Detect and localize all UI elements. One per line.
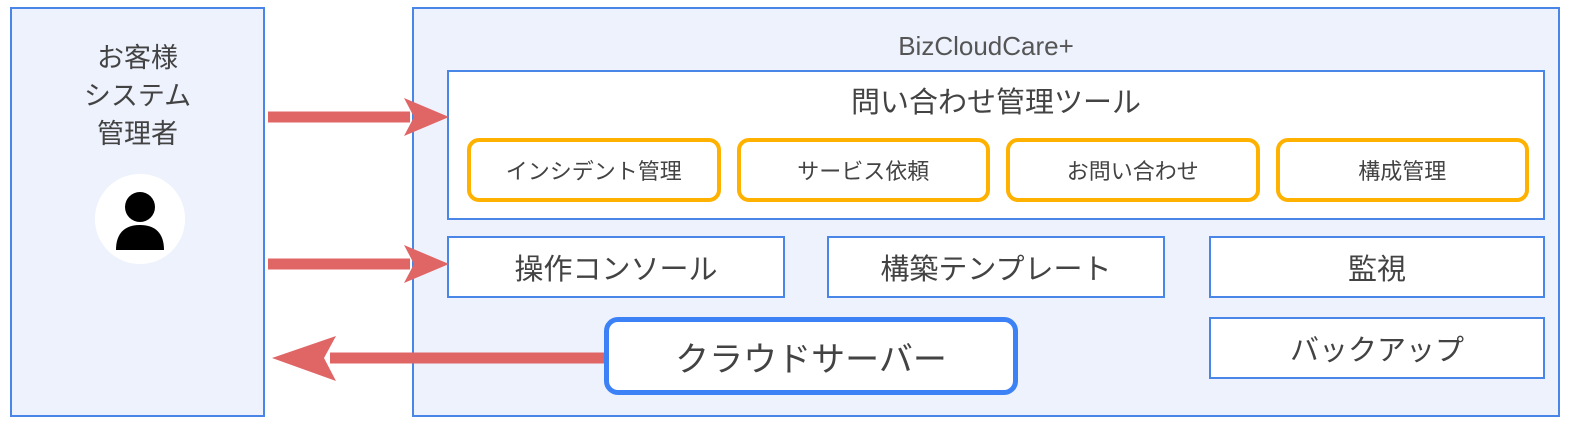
bizcloudcare-panel: BizCloudCare+ 問い合わせ管理ツール インシデント管理 サービス依頼… [412,7,1560,417]
customer-admin-panel: お客様 システム 管理者 [10,7,265,417]
chip-incident-management[interactable]: インシデント管理 [467,138,721,202]
feature-cloud-server[interactable]: クラウドサーバー [604,317,1018,395]
feature-build-template[interactable]: 構築テンプレート [827,236,1165,298]
chip-service-request[interactable]: サービス依頼 [736,138,990,202]
feature-operation-console[interactable]: 操作コンソール [447,236,785,298]
service-title: BizCloudCare+ [898,31,1074,61]
chip-inquiry[interactable]: お問い合わせ [1006,138,1260,202]
person-avatar-icon [95,174,185,264]
customer-admin-label: お客様 システム 管理者 [83,43,192,149]
feature-backup[interactable]: バックアップ [1209,317,1545,379]
inquiry-tool-chip-row: インシデント管理 サービス依頼 お問い合わせ 構成管理 [467,138,1529,202]
inquiry-tool-group-title: 問い合わせ管理ツール [850,87,1141,119]
chip-configuration-management[interactable]: 構成管理 [1275,138,1529,202]
inquiry-tool-group: 問い合わせ管理ツール インシデント管理 サービス依頼 お問い合わせ 構成管理 [447,70,1545,220]
feature-monitoring[interactable]: 監視 [1209,236,1545,298]
